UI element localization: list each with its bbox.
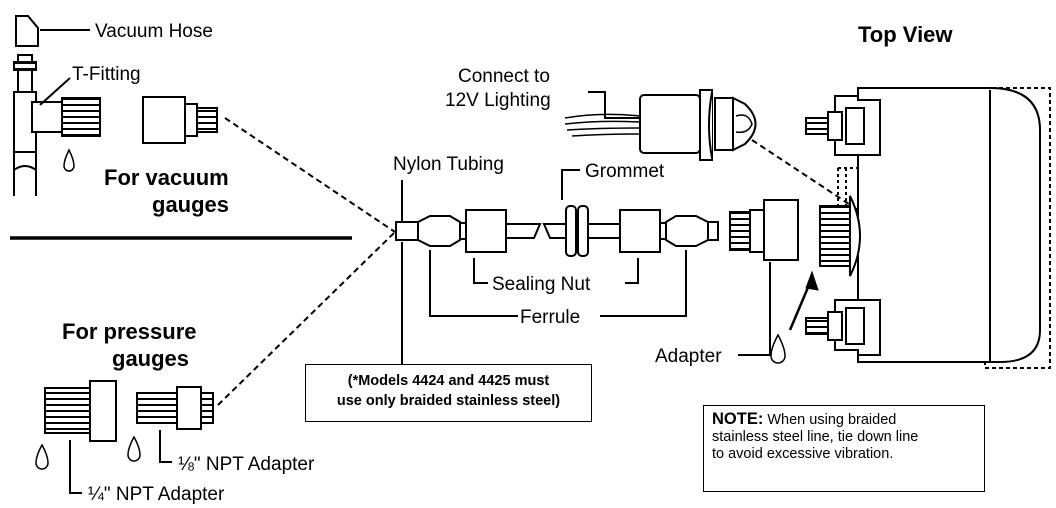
vacuum-hose-icon bbox=[15, 15, 39, 47]
models-note-box: (*Models 4424 and 4425 must use only bra… bbox=[305, 364, 592, 422]
drop-icon bbox=[35, 443, 49, 470]
vibration-note-box: NOTE: When using braided stainless steel… bbox=[703, 405, 985, 492]
note-heading: NOTE: bbox=[712, 410, 764, 428]
connect-label-2: 12V Lighting bbox=[445, 90, 551, 111]
for-pressure-label-1: For pressure bbox=[62, 319, 197, 344]
vacuum-adapter-icon bbox=[142, 96, 218, 144]
drop-icon bbox=[127, 435, 141, 462]
nylon-tubing-label: Nylon Tubing bbox=[393, 154, 504, 175]
quarter-npt-adapter-icon bbox=[44, 380, 117, 442]
adapter-label: Adapter bbox=[655, 346, 722, 367]
vacuum-hose-label: Vacuum Hose bbox=[95, 21, 213, 42]
eighth-npt-label: ⅛" NPT Adapter bbox=[178, 454, 315, 475]
note-text-2: stainless steel line, tie down line bbox=[712, 429, 919, 445]
quarter-npt-label: ¼" NPT Adapter bbox=[88, 484, 225, 505]
for-vacuum-label-1: For vacuum bbox=[104, 165, 229, 190]
t-fitting-icon bbox=[13, 54, 101, 196]
gauge-top-view-icon bbox=[805, 87, 1051, 369]
eighth-npt-adapter-icon bbox=[136, 386, 214, 430]
for-vacuum-label-2: gauges bbox=[152, 192, 229, 217]
note-text-1: When using braided bbox=[763, 412, 897, 428]
bulb-socket-icon bbox=[639, 89, 757, 161]
note-text-3: to avoid excessive vibration. bbox=[712, 446, 894, 462]
tubing-assembly bbox=[395, 205, 719, 257]
ferrule-label: Ferrule bbox=[520, 307, 580, 328]
for-pressure-label-2: gauges bbox=[112, 346, 189, 371]
models-note-line-1: (*Models 4424 and 4425 must bbox=[347, 373, 550, 389]
wire-bundle bbox=[564, 113, 641, 137]
connect-label-1: Connect to bbox=[458, 66, 550, 87]
drop-icon bbox=[770, 333, 786, 364]
models-note-line-2: use only braided stainless steel) bbox=[336, 393, 561, 409]
top-view-title: Top View bbox=[858, 22, 953, 47]
grommet-label: Grommet bbox=[585, 161, 665, 182]
sealing-nut-label: Sealing Nut bbox=[492, 274, 591, 295]
drop-icon bbox=[63, 148, 75, 172]
gauge-adapter-icon bbox=[729, 199, 799, 261]
t-fitting-label: T-Fitting bbox=[72, 64, 141, 85]
